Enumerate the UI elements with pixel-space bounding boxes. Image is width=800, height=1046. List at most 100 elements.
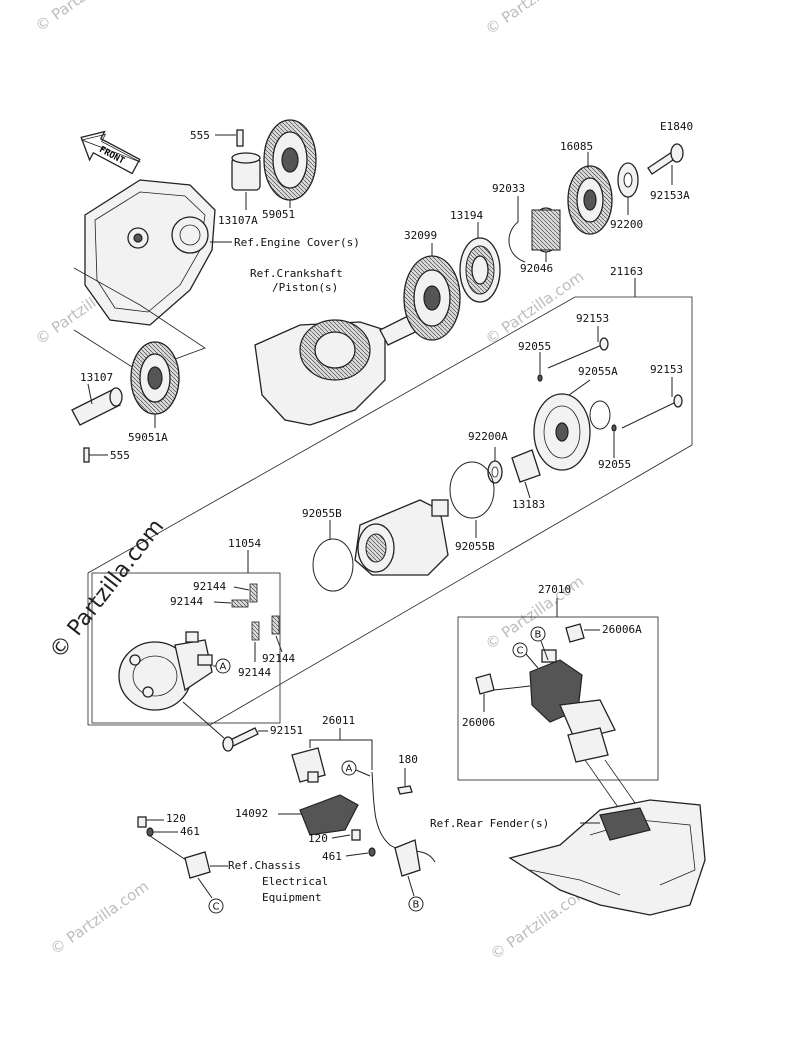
part-555-top: 555 — [190, 129, 210, 142]
ref-piston: /Piston(s) — [272, 281, 338, 294]
washer-92200 — [617, 162, 639, 198]
shaft-13107A — [231, 152, 261, 191]
part-461-a: 461 — [180, 825, 200, 838]
chassis-bracket — [184, 851, 211, 879]
part-180: 180 — [398, 753, 418, 766]
part-92144-a: 92144 — [193, 580, 226, 593]
callout-a-1 — [215, 658, 231, 674]
part-26006A: 26006A — [602, 623, 642, 636]
watermark: © Partzilla.com — [32, 0, 137, 35]
svg-text:A: A — [220, 662, 227, 673]
bolt-92153-a — [547, 344, 603, 369]
part-32099: 32099 — [404, 229, 437, 242]
part-59051A: 59051A — [128, 431, 168, 444]
svg-text:B: B — [413, 900, 420, 911]
spring-92144-group — [231, 583, 280, 641]
part-27010: 27010 — [538, 583, 571, 596]
pin-555-bottom — [83, 447, 90, 463]
part-92055B-right: 92055B — [455, 540, 495, 553]
part-120-b: 120 — [308, 832, 328, 845]
callout-b-1 — [530, 626, 546, 642]
part-92033: 92033 — [492, 182, 525, 195]
ref-engine-cover: Ref.Engine Cover(s) — [234, 236, 360, 249]
part-59051: 59051 — [262, 208, 295, 221]
part-26011: 26011 — [322, 714, 355, 727]
part-92055-a: 92055 — [518, 340, 551, 353]
part-92153-b: 92153 — [650, 363, 683, 376]
part-92153A: 92153A — [650, 189, 690, 202]
part-120-a: 120 — [166, 812, 186, 825]
part-13194: 13194 — [450, 209, 483, 222]
pin-92055-b — [611, 424, 617, 432]
svg-text:A: A — [346, 764, 353, 775]
ref-equipment: Equipment — [262, 891, 322, 904]
starter-cable — [371, 771, 436, 863]
brand-text: © Partzilla.com — [45, 515, 169, 664]
part-92153-a: 92153 — [576, 312, 609, 325]
part-92144-b: 92144 — [170, 595, 203, 608]
gear-59051 — [263, 119, 317, 201]
callout-c-2 — [208, 898, 224, 914]
crankshaft — [254, 309, 429, 426]
pin-92055-a — [537, 374, 543, 382]
watermark: © Partzilla.com — [482, 0, 587, 38]
bearing-92046 — [531, 207, 561, 253]
part-92144-d: 92144 — [238, 666, 271, 679]
fuse-26006 — [475, 673, 495, 695]
part-11054: 11054 — [228, 537, 261, 550]
ref-rear-fender: Ref.Rear Fender(s) — [430, 817, 549, 830]
pin-555-top — [236, 129, 244, 147]
svg-text:C: C — [517, 646, 524, 657]
bolt-180 — [397, 785, 413, 795]
screw-120-b — [351, 829, 361, 841]
shaft-13107 — [71, 387, 123, 426]
part-92151: 92151 — [270, 724, 303, 737]
callout-a-2 — [341, 760, 357, 776]
part-13107A: 13107A — [218, 214, 258, 227]
starter-assembly-frame — [87, 296, 693, 726]
washer-461-a — [146, 827, 154, 837]
callout-c-1 — [512, 642, 528, 658]
watermark: © Partzilla.com — [47, 877, 152, 958]
bolt-92151 — [222, 727, 259, 752]
part-14092: 14092 — [235, 807, 268, 820]
part-92144-c: 92144 — [262, 652, 295, 665]
relay-case-lower — [567, 727, 609, 763]
bolt-92153-b — [621, 401, 677, 429]
washer-461-b — [368, 847, 376, 857]
part-92055A: 92055A — [578, 365, 618, 378]
oring-92055B-right — [449, 461, 495, 519]
clutch-13194 — [459, 237, 501, 303]
part-21163: 21163 — [610, 265, 643, 278]
starter-armature — [354, 499, 449, 576]
part-16085: 16085 — [560, 140, 593, 153]
svg-text:C: C — [213, 902, 220, 913]
gear-16085 — [567, 165, 613, 235]
gear-59051A — [130, 341, 180, 415]
part-92055-b: 92055 — [598, 458, 631, 471]
ref-crankshaft: Ref.Crankshaft — [250, 267, 343, 280]
oring-92055A — [589, 400, 611, 430]
brush-holder — [118, 631, 213, 711]
part-13183: 13183 — [512, 498, 545, 511]
callout-b-2 — [408, 896, 424, 912]
part-13107: 13107 — [80, 371, 113, 384]
oring-92055B-left — [312, 538, 354, 592]
part-555-bottom: 555 — [110, 449, 130, 462]
gear-32099 — [403, 255, 461, 341]
svg-text:B: B — [535, 630, 542, 641]
part-92200: 92200 — [610, 218, 643, 231]
part-461-b: 461 — [322, 850, 342, 863]
part-26006: 26006 — [462, 716, 495, 729]
front-arrow-icon: FRONT — [80, 130, 141, 175]
plate-13183 — [511, 449, 541, 483]
part-92200A: 92200A — [468, 430, 508, 443]
bolt-92153A — [647, 143, 684, 175]
fuse-26006A — [565, 623, 585, 643]
ref-electrical: Electrical — [262, 875, 328, 888]
diagram-code: E1840 — [660, 120, 693, 133]
cover-14092 — [299, 794, 359, 836]
part-92046: 92046 — [520, 262, 553, 275]
ref-chassis: Ref.Chassis — [228, 859, 301, 872]
